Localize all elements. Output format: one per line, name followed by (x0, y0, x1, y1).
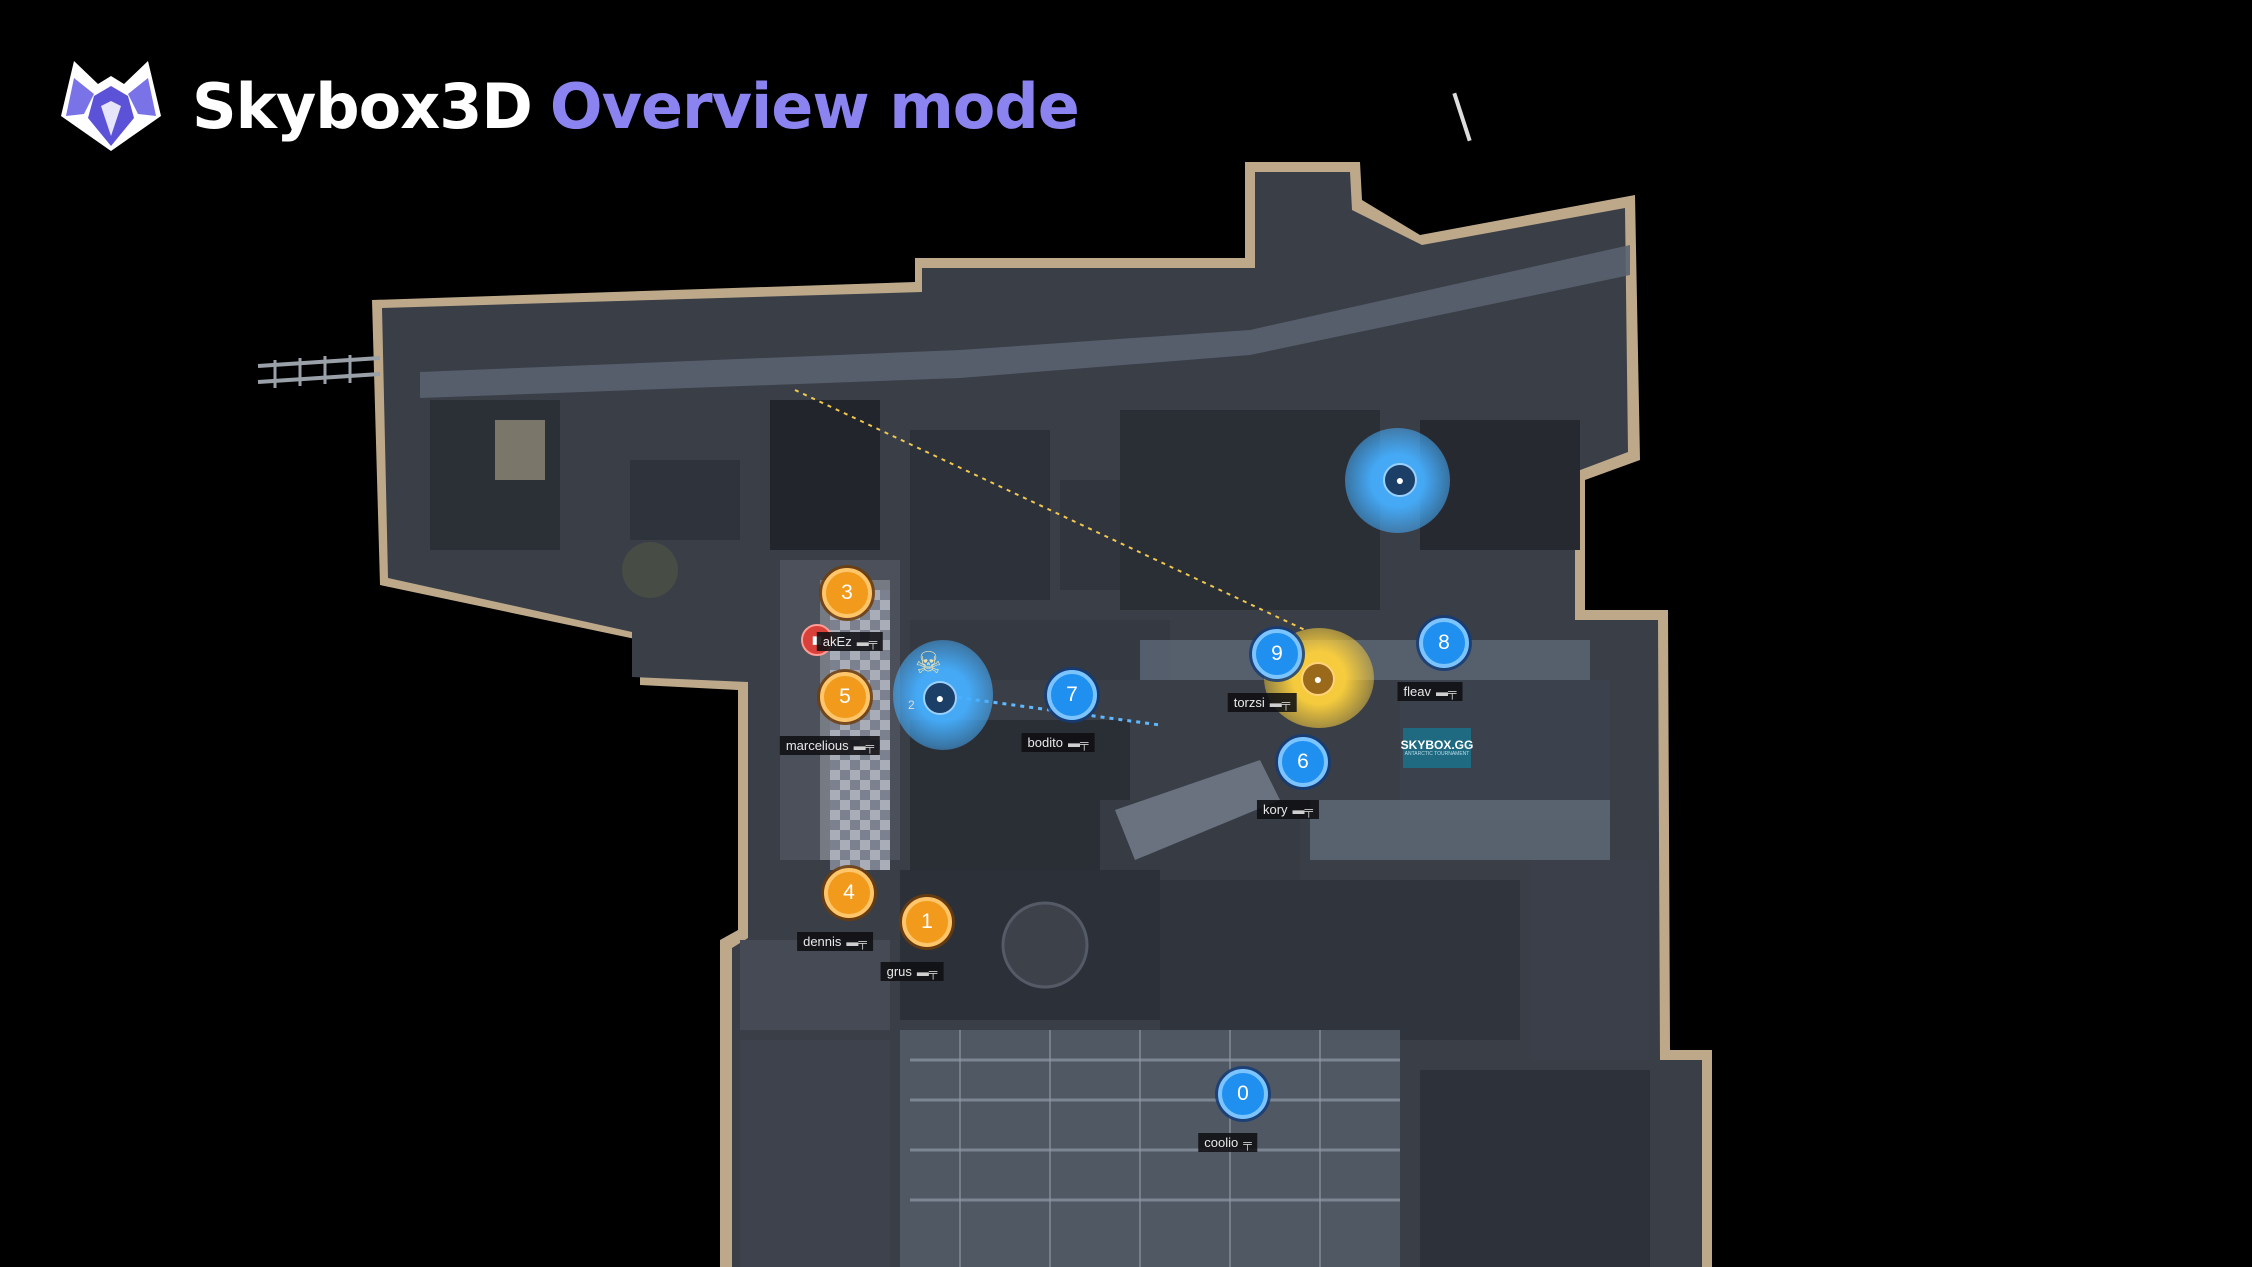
rifle-icon: ▬╤ (1292, 803, 1314, 817)
player-nametag: akEz ▬╤ (816, 632, 884, 651)
player-marker-bodito[interactable]: 7 (1047, 670, 1097, 720)
player-nametag: torzsi ▬╤ (1227, 693, 1297, 712)
player-name: grus (886, 964, 912, 979)
rifle-icon: ▬╤ (846, 935, 867, 949)
player-name: torzsi (1233, 695, 1265, 710)
rifle-icon: ▬╤ (1269, 696, 1291, 710)
player-nametag: dennis ▬╤ (797, 932, 873, 951)
player-marker-marcelious[interactable]: 5 (820, 672, 870, 722)
sight-line (794, 389, 1306, 631)
player-name: marcelious (785, 738, 849, 753)
billboard-title: SKYBOX.GG (1400, 737, 1474, 752)
skybox-billboard: SKYBOX.GG ANTARCTIC TOURNAMENT (1400, 728, 1474, 768)
player-name: kory (1262, 802, 1288, 817)
player-name: bodito (1027, 735, 1063, 750)
player-nametag: marcelious ▬╤ (779, 736, 881, 755)
smoke-grenade-icon: ● (1383, 463, 1417, 497)
rifle-icon: ▬╤ (1435, 685, 1457, 699)
player-marker-fleav[interactable]: 8 (1419, 618, 1469, 668)
pistol-icon: ╤ (1243, 1136, 1252, 1150)
rifle-icon: ▬╤ (916, 965, 938, 979)
skull-icon: ☠ (915, 647, 942, 680)
tree (622, 542, 678, 598)
smoke-grenade-icon: ● (923, 681, 957, 715)
player-name: coolio (1204, 1135, 1239, 1150)
billboard-subtitle: ANTARCTIC TOURNAMENT (1404, 750, 1470, 757)
player-marker-akEz[interactable]: 3 (822, 568, 872, 618)
player-nametag: coolio ╤ (1198, 1133, 1258, 1152)
rifle-icon: ▬╤ (856, 635, 878, 649)
rifle-icon: ▬╤ (853, 739, 875, 753)
player-marker-grus[interactable]: 1 (902, 897, 952, 947)
mode-title: Overview mode (549, 69, 1080, 143)
player-nametag: kory ▬╤ (1256, 800, 1320, 819)
player-nametag: grus ▬╤ (880, 962, 944, 981)
rifle-icon: ▬╤ (1067, 736, 1089, 750)
player-marker-dennis[interactable]: 4 (824, 868, 874, 918)
player-nametag: bodito ▬╤ (1021, 733, 1095, 752)
player-name: fleav (1403, 684, 1431, 699)
ramp (1115, 760, 1280, 860)
player-marker-coolio[interactable]: 0 (1218, 1069, 1268, 1119)
player-name: akEz (822, 634, 852, 649)
player-name: dennis (803, 934, 842, 949)
player-marker-torzsi[interactable]: 9 (1252, 629, 1302, 679)
kill-marker-label: 2 (908, 698, 915, 712)
fox-logo-icon (61, 61, 161, 151)
grenade-icon: ● (1301, 662, 1335, 696)
brand-title: Skybox3D (192, 69, 533, 143)
player-marker-kory[interactable]: 6 (1278, 737, 1328, 787)
catwalk-top (420, 245, 1630, 398)
player-nametag: fleav ▬╤ (1397, 682, 1463, 701)
rail-track-left (257, 356, 381, 384)
